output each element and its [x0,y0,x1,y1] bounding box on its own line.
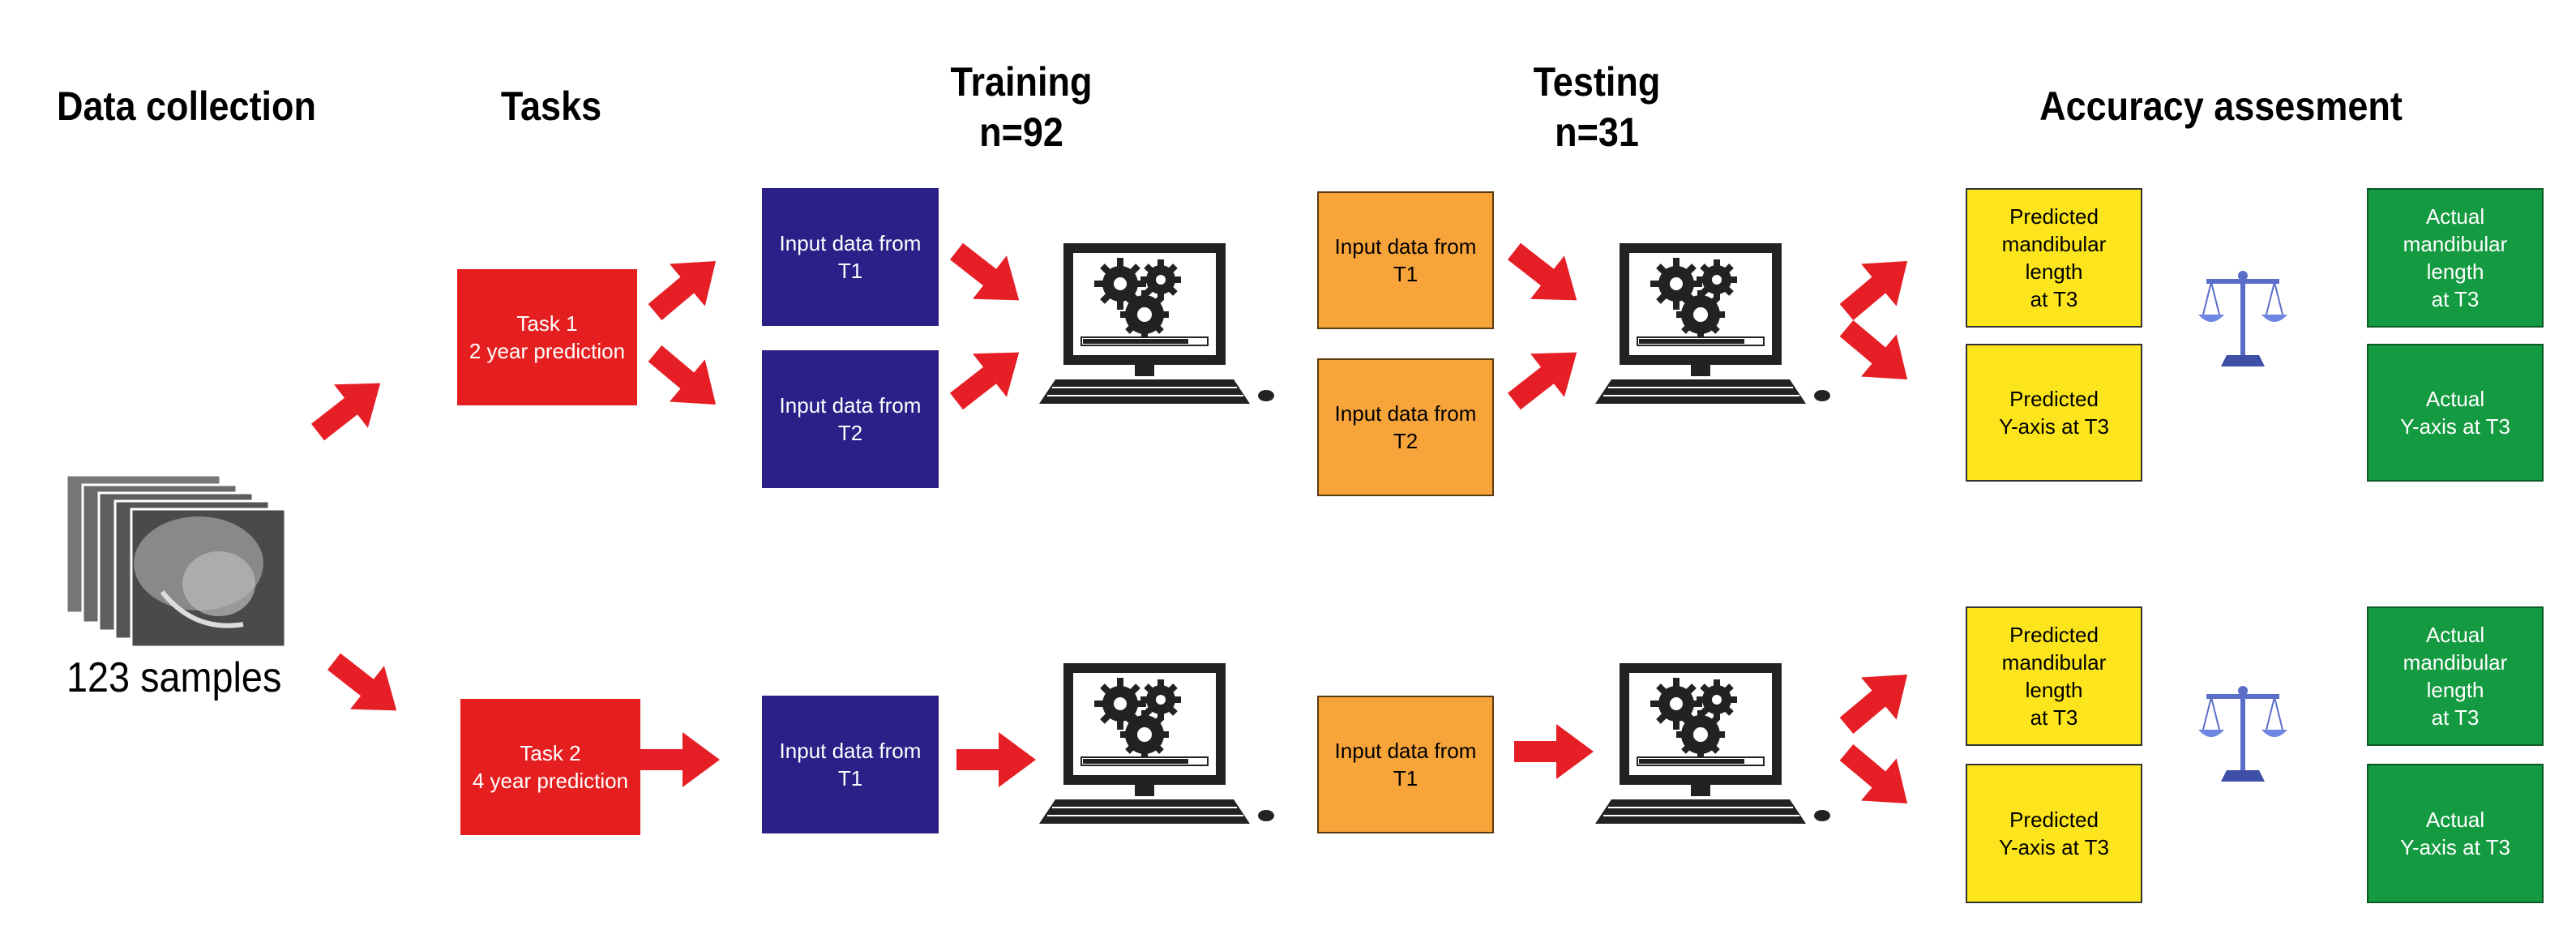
predicted-box: Predicted mandibular length at T3 [1966,606,2142,746]
predicted-box: Predicted Y-axis at T3 [1966,344,2142,482]
training-input-box: Input data from T2 [762,350,939,488]
header-testing: Testing [1533,59,1661,105]
computer-gears-icon [1039,243,1274,404]
header-testing-n: n=31 [1555,109,1639,155]
predicted-box: Predicted Y-axis at T3 [1966,764,2142,903]
task-box: Task 1 2 year prediction [457,269,637,405]
actual-box: Actual Y-axis at T3 [2367,764,2544,903]
testing-input-box: Input data from T1 [1317,191,1494,329]
balance-scale-icon [2197,270,2288,367]
header-training: Training [950,59,1093,105]
testing-input-box: Input data from T1 [1317,696,1494,833]
header-accuracy: Accuracy assesment [2039,84,2403,129]
header-data-collection: Data collection [56,84,317,129]
actual-box: Actual Y-axis at T3 [2367,344,2544,482]
actual-box: Actual mandibular length at T3 [2367,188,2544,328]
header-training-n: n=92 [979,109,1063,155]
training-input-box: Input data from T1 [762,696,939,833]
testing-input-box: Input data from T2 [1317,358,1494,496]
computer-gears-icon [1595,243,1830,404]
samples-label: 123 samples [66,654,282,701]
computer-gears-icon [1595,663,1830,824]
training-input-box: Input data from T1 [762,188,939,326]
computer-gears-icon [1039,663,1274,824]
predicted-box: Predicted mandibular length at T3 [1966,188,2142,328]
balance-scale-icon [2197,685,2288,782]
header-tasks: Tasks [500,84,602,129]
actual-box: Actual mandibular length at T3 [2367,606,2544,746]
xray-stack-icon [65,473,287,649]
task-box: Task 2 4 year prediction [460,699,640,835]
